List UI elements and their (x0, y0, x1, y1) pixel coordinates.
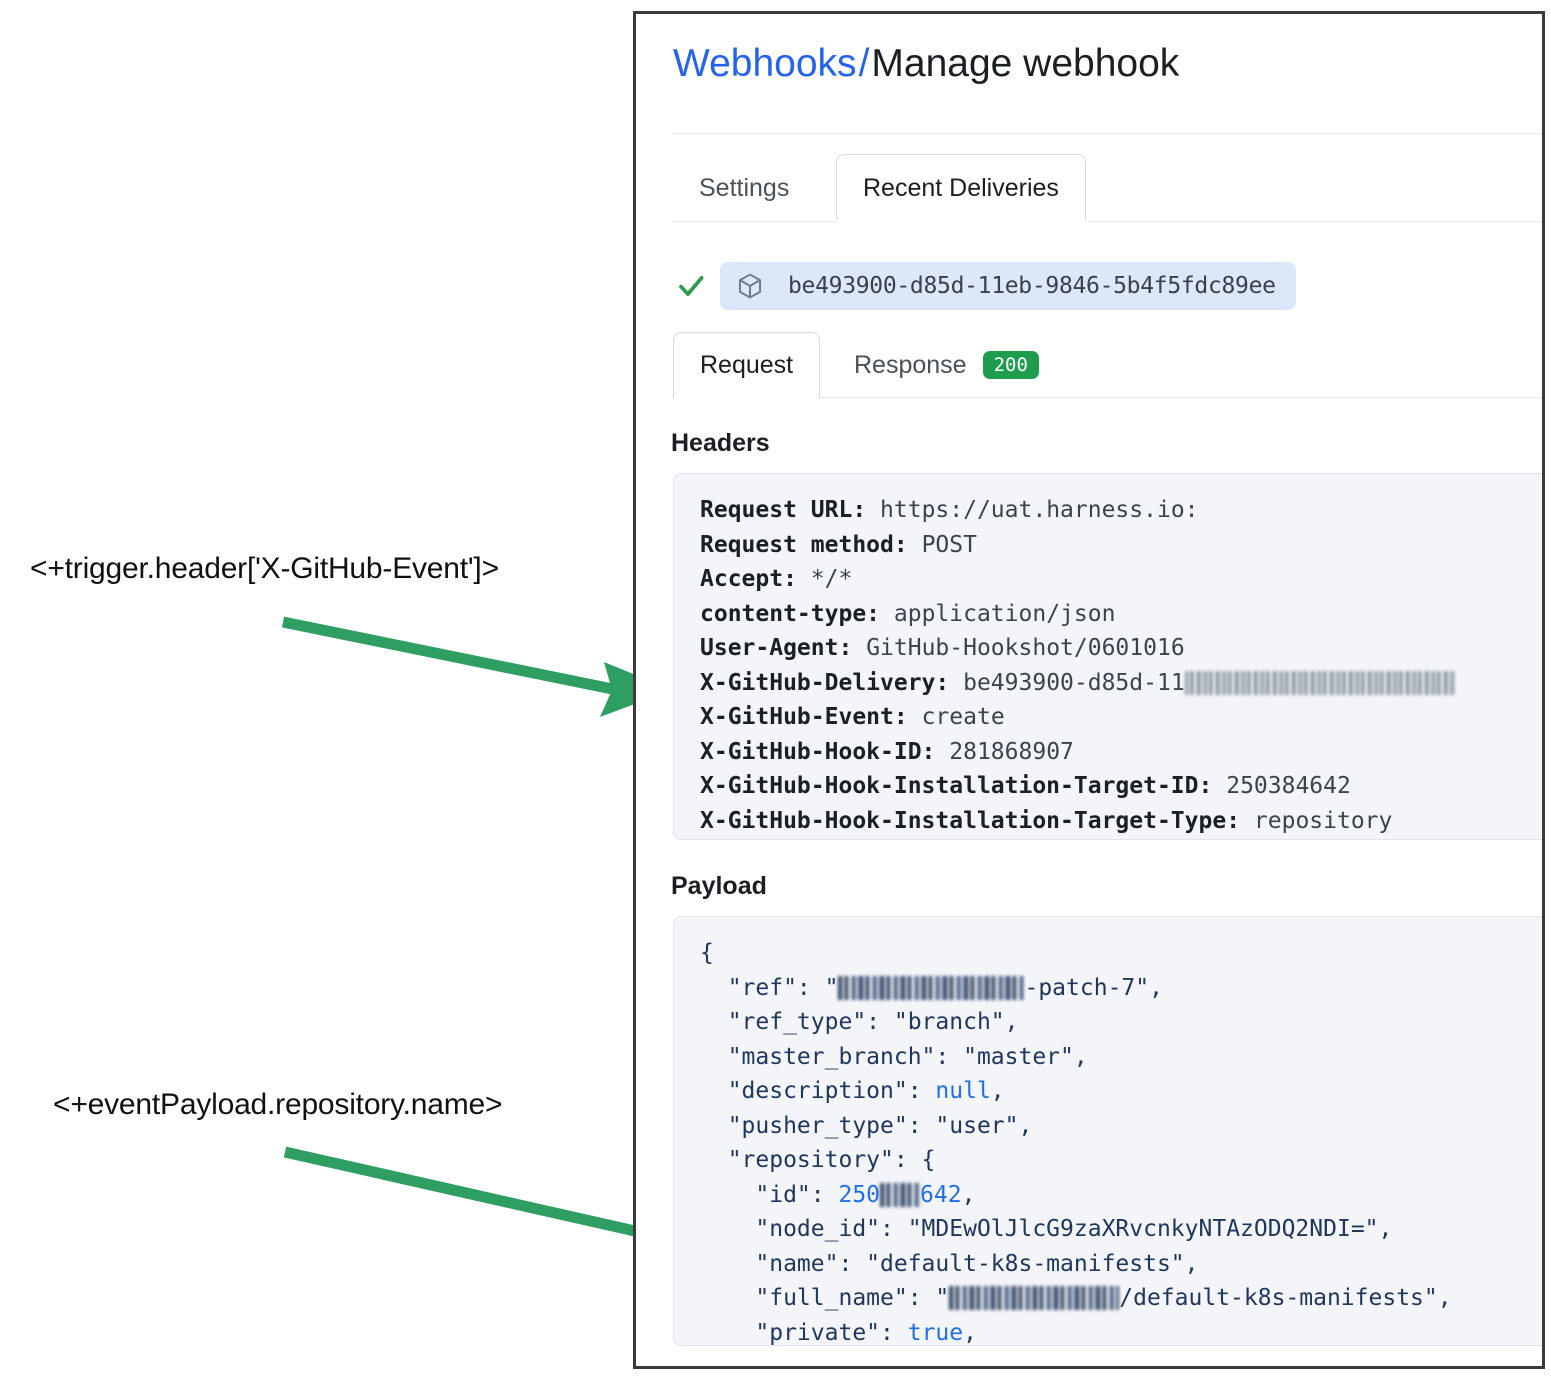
payload-repository-name: "name": "default-k8s-manifests", (700, 1250, 1199, 1277)
payload-line: "master_branch": "master", (700, 1043, 1088, 1070)
title-divider (673, 133, 1542, 134)
breadcrumb-link-webhooks[interactable]: Webhooks (673, 42, 857, 85)
header-key: X-GitHub-Delivery: (700, 669, 950, 696)
tab-recent-deliveries[interactable]: Recent Deliveries (836, 154, 1086, 222)
header-key: User-Agent: (700, 635, 853, 661)
header-value: https://uat.harness.io: (880, 497, 1199, 523)
header-key: X-GitHub-Hook-Installation-Target-ID: (700, 773, 1213, 799)
payload-line: "pusher_type": "user", (700, 1112, 1033, 1139)
delivery-id-pill[interactable]: be493900-d85d-11eb-9846-5b4f5fdc89ee (720, 262, 1296, 310)
payload-repo-id: 250 (838, 1181, 881, 1208)
headers-code-block: Request URL: https://uat.harness.io: Req… (673, 473, 1542, 840)
webhook-screenshot-panel: Webhooks/Manage webhook Settings Recent … (633, 11, 1545, 1369)
header-key: content-type: (700, 600, 881, 627)
request-response-divider (673, 397, 1542, 398)
tab-request-label: Request (700, 351, 794, 379)
payload-line: "repository": { (700, 1147, 936, 1173)
check-icon (679, 276, 704, 296)
payload-line: "ref_type": "branch", (700, 1009, 1019, 1035)
redacted-ref-owner (838, 975, 1025, 1000)
delivery-row[interactable]: be493900-d85d-11eb-9846-5b4f5fdc89ee (676, 260, 1296, 312)
payload-true: true (907, 1319, 964, 1346)
active-rr-tab-underline-mask (674, 396, 790, 399)
header-value: be493900-d85d-11 (963, 669, 1185, 696)
payload-line: "id": (700, 1181, 839, 1208)
redacted-delivery-id (1184, 670, 1455, 695)
tab-request[interactable]: Request (673, 332, 821, 398)
arrow-to-x-github-event (281, 616, 672, 717)
payload-line: "full_name": " (700, 1285, 950, 1311)
payload-line: "description": (700, 1078, 936, 1104)
header-value: */* (810, 566, 853, 592)
redacted-full-name-owner (949, 1286, 1120, 1310)
payload-line: { (700, 940, 714, 966)
header-key: Request method: (700, 531, 908, 558)
breadcrumb-separator: / (858, 42, 870, 85)
active-tab-underline-mask (836, 220, 1088, 223)
page-title: Manage webhook (871, 42, 1180, 85)
header-value: 281868907 (949, 738, 1074, 765)
status-badge: 200 (982, 351, 1039, 379)
header-value: application/json (893, 600, 1116, 627)
header-key-x-github-event: X-GitHub-Event: (700, 704, 908, 730)
delivery-id-text: be493900-d85d-11eb-9846-5b4f5fdc89ee (788, 273, 1276, 299)
header-value-x-github-event: create (921, 704, 1005, 730)
header-key: Accept: (700, 566, 797, 592)
tab-response[interactable]: Response 200 (828, 332, 1065, 398)
tab-response-label: Response (854, 350, 967, 379)
breadcrumb: Webhooks/Manage webhook (673, 42, 1179, 86)
cube-icon (738, 273, 762, 299)
header-value: 250384642 (1226, 773, 1351, 799)
payload-line: "private": (700, 1319, 908, 1346)
tabs-divider (673, 221, 1542, 222)
header-value: repository (1253, 807, 1393, 834)
payload-code-block: { "ref": "-patch-7", "ref_type": "branch… (673, 916, 1542, 1346)
redacted-repo-id (880, 1182, 921, 1207)
payload-line: "node_id": "MDEwOlJlcG9zaXRvcnkyNTAzODQ2… (700, 1216, 1393, 1242)
annotation-label-event-payload: <+eventPayload.repository.name> (53, 1088, 503, 1121)
header-key: X-GitHub-Hook-Installation-Target-Type: (700, 807, 1241, 834)
payload-section-label: Payload (671, 872, 767, 900)
annotation-label-trigger-header: <+trigger.header['X-GitHub-Event']> (30, 552, 499, 585)
payload-line: "ref": " (700, 974, 839, 1001)
header-value: GitHub-Hookshot/0601016 (866, 635, 1185, 661)
header-value: POST (921, 531, 977, 558)
tab-settings[interactable]: Settings (699, 173, 790, 202)
payload-null: null (935, 1078, 991, 1104)
header-key: X-GitHub-Hook-ID: (700, 738, 936, 765)
headers-section-label: Headers (671, 429, 770, 457)
header-key: Request URL: (700, 497, 867, 523)
